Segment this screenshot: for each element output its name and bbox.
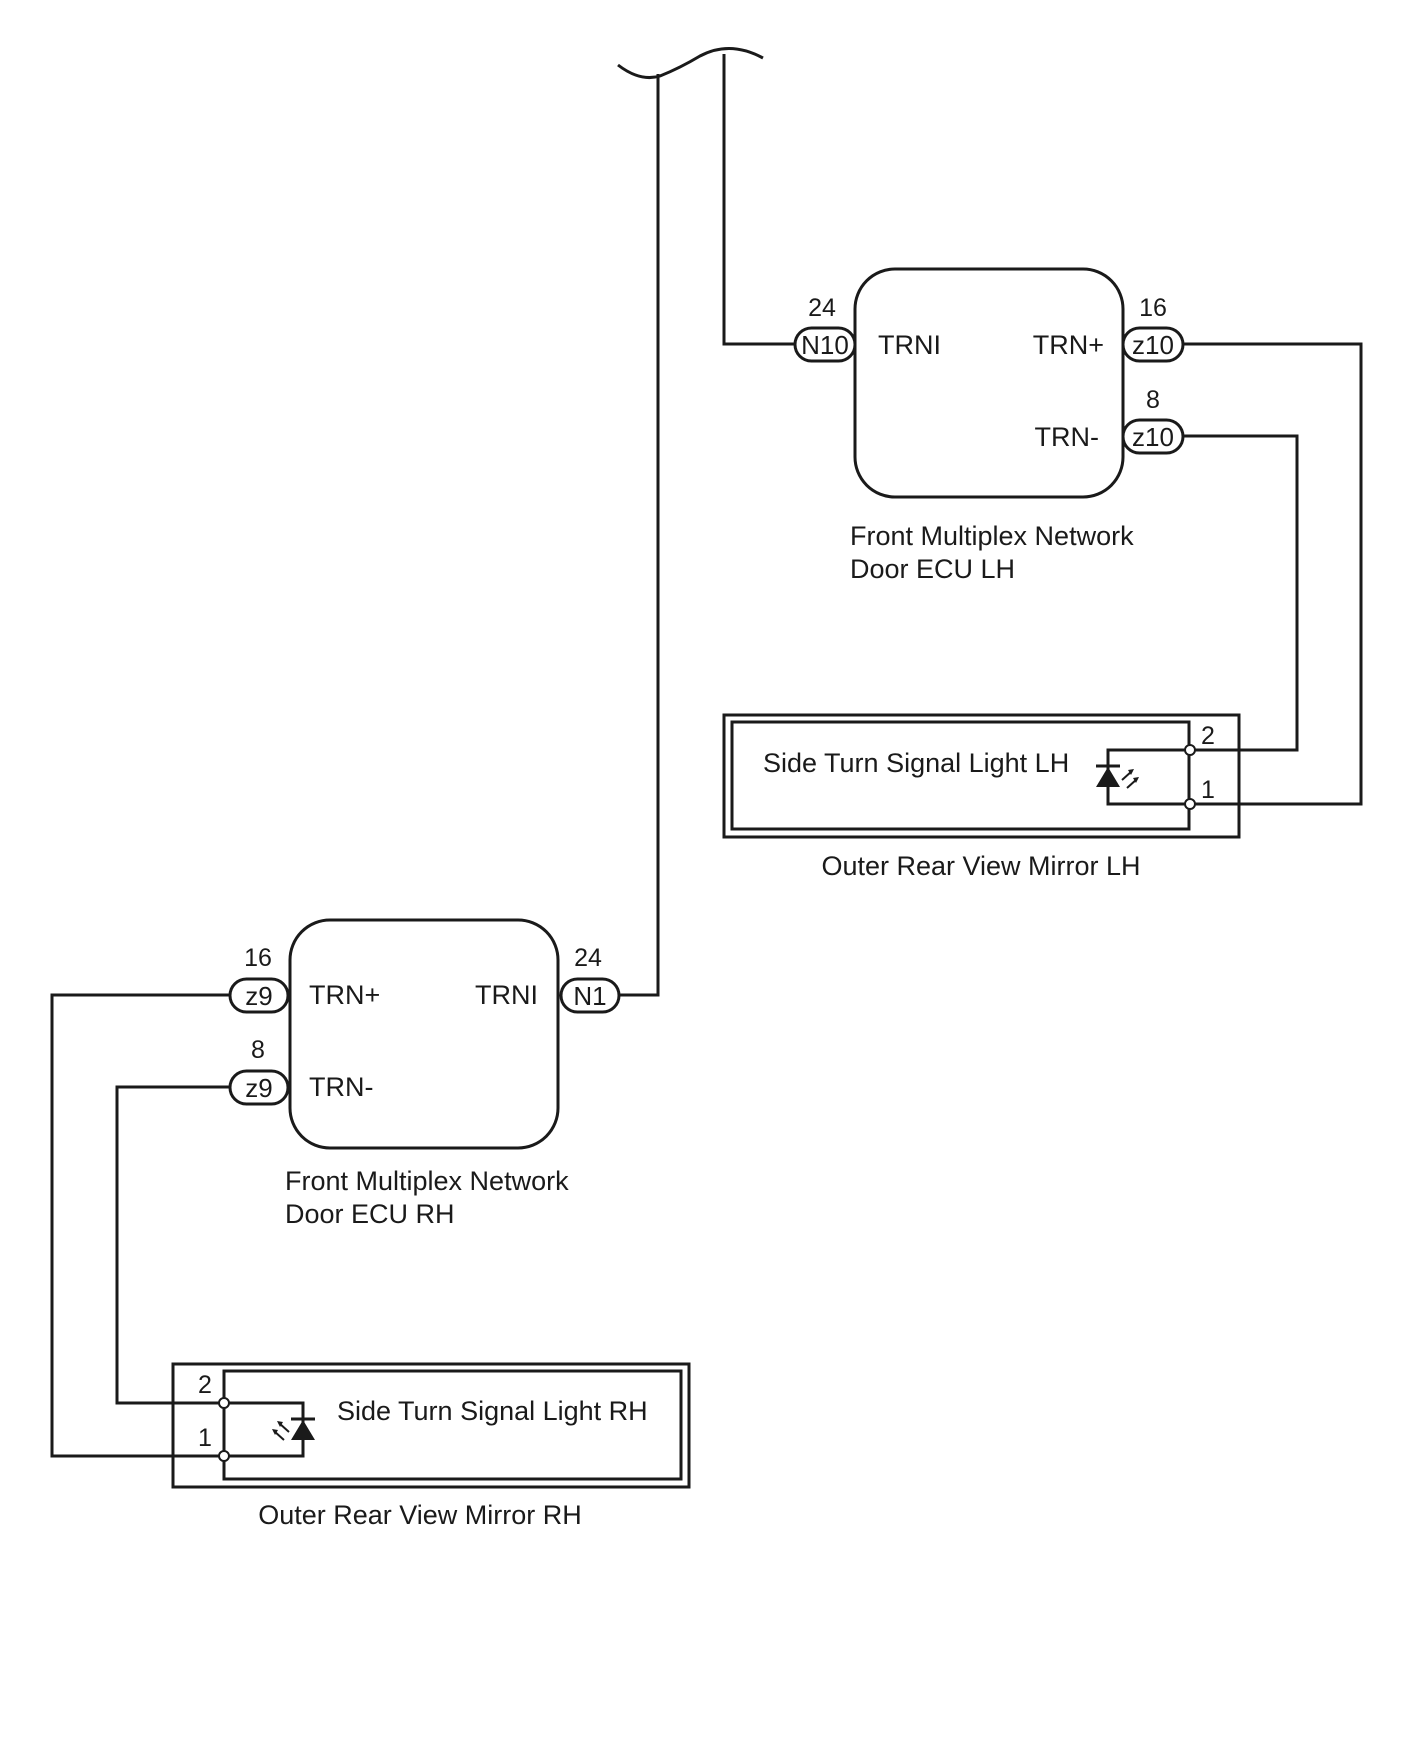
pin-number-z9-16: 16	[244, 944, 272, 972]
wire-trni-lh	[722, 54, 795, 346]
mirror-rh-inner-frame	[222, 1369, 683, 1481]
ecu-rh-body	[288, 918, 560, 1150]
ecu-lh-trni-label: TRNI	[878, 330, 941, 360]
connector-n10-label: N10	[801, 330, 849, 360]
mirror-lh-light-label: Side Turn Signal Light LH	[763, 748, 1069, 778]
wire-trn-plus-rh	[50, 993, 230, 1458]
pin-number-n10: 24	[808, 294, 836, 322]
ecu-lh: TRNI TRN+ TRN- N10 24 z10 16 z10 8 Front…	[793, 267, 1185, 584]
mirror-rh-light-label: Side Turn Signal Light RH	[337, 1396, 648, 1426]
connector-n10: N10	[793, 326, 857, 363]
connector-z9-label: z9	[245, 981, 272, 1011]
pin-number-lh-2: 2	[1201, 722, 1215, 750]
wire-break-icon	[617, 46, 764, 80]
terminal-rh-2	[218, 1397, 230, 1409]
connector-n1-label: N1	[573, 981, 606, 1011]
ecu-lh-trn-minus-label: TRN-	[1035, 422, 1099, 452]
ecu-lh-name-line1: Front Multiplex Network	[850, 521, 1134, 551]
ecu-rh-trn-minus-label: TRN-	[309, 1072, 373, 1102]
terminal-lh-2	[1184, 744, 1196, 756]
connector-z10-label: z10	[1132, 330, 1174, 360]
mirror-lh: Side Turn Signal Light LH 2 1 Outer Rear…	[722, 713, 1241, 881]
pin-number-z10-16: 16	[1139, 294, 1167, 322]
wire-trn-minus-lh	[1183, 434, 1299, 752]
ecu-rh: TRN+ TRN- TRNI N1 24 z9 16 z9 8 Front Mu…	[228, 918, 621, 1229]
mirror-rh-outer-frame	[171, 1362, 691, 1489]
connector-z10-pin16: z10	[1121, 326, 1185, 363]
ecu-rh-trni-label: TRNI	[475, 980, 538, 1010]
connector-z9-pin8: z9	[228, 1069, 290, 1106]
ecu-lh-trn-plus-label: TRN+	[1033, 330, 1104, 360]
wire-trn-minus-rh	[115, 1085, 230, 1405]
ecu-lh-name-line2: Door ECU LH	[850, 554, 1015, 584]
terminal-rh-1	[218, 1450, 230, 1462]
mirror-rh: Side Turn Signal Light RH 2 1 Outer Rear…	[171, 1362, 691, 1530]
pin-number-z10-8: 8	[1146, 386, 1160, 414]
ecu-rh-name-line1: Front Multiplex Network	[285, 1166, 569, 1196]
ecu-rh-trn-plus-label: TRN+	[309, 980, 380, 1010]
terminal-lh-1	[1184, 798, 1196, 810]
led-icon	[272, 1417, 315, 1441]
ecu-lh-body	[853, 267, 1125, 499]
ecu-rh-name-line2: Door ECU RH	[285, 1199, 455, 1229]
wire-trni-rh	[619, 74, 660, 997]
connector-n1: N1	[559, 977, 621, 1014]
connector-z9-label: z9	[245, 1073, 272, 1103]
connector-z9-pin16: z9	[228, 977, 290, 1014]
mirror-lh-inner-frame	[730, 720, 1191, 831]
mirror-rh-name: Outer Rear View Mirror RH	[258, 1500, 582, 1530]
mirror-lh-outer-frame	[722, 713, 1241, 839]
pin-number-rh-1: 1	[198, 1424, 212, 1452]
connector-z10-pin8: z10	[1121, 418, 1185, 455]
pin-number-n1: 24	[574, 944, 602, 972]
connector-z10-label: z10	[1132, 422, 1174, 452]
wire-trn-plus-lh	[1183, 342, 1363, 806]
led-icon	[1096, 764, 1139, 789]
mirror-lh-name: Outer Rear View Mirror LH	[821, 851, 1140, 881]
pin-number-z9-8: 8	[251, 1036, 265, 1064]
pin-number-rh-2: 2	[198, 1371, 212, 1399]
pin-number-lh-1: 1	[1201, 776, 1215, 804]
